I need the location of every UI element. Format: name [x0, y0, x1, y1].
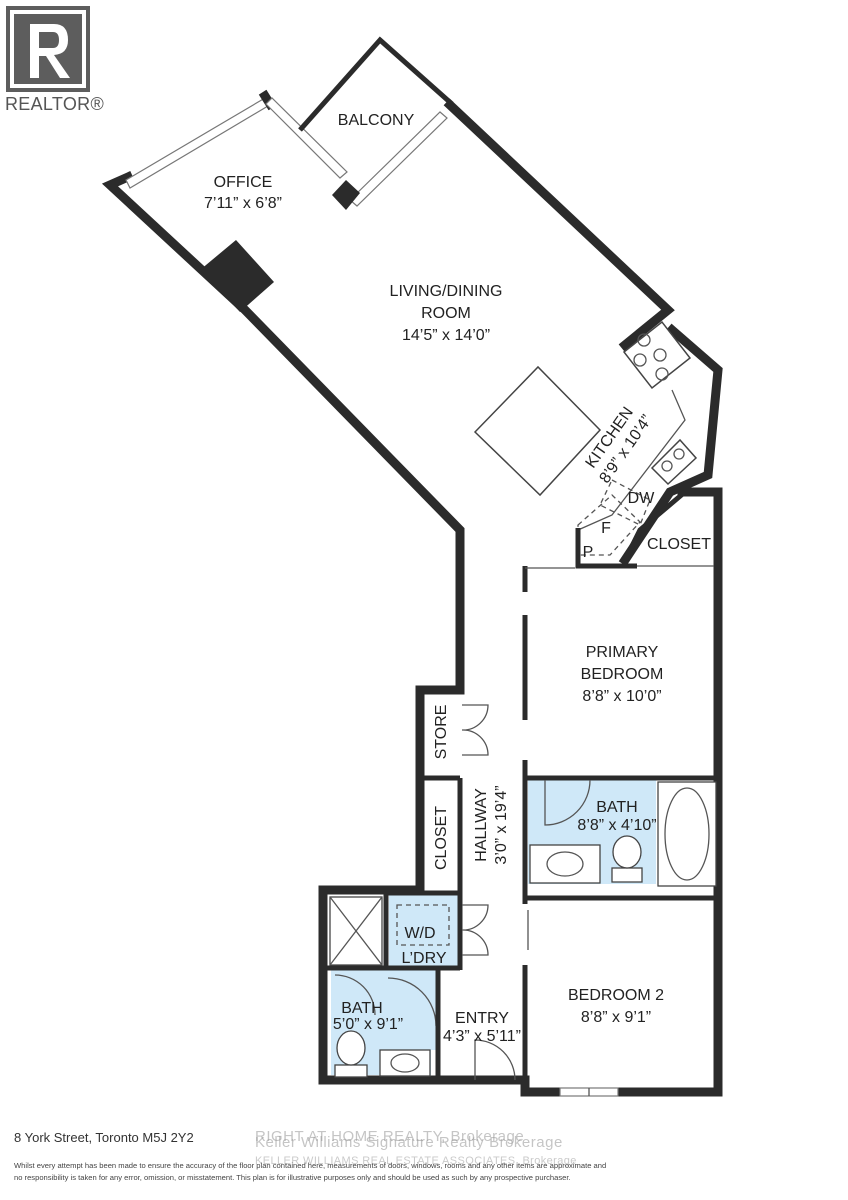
small-bath-label: BATH: [341, 1000, 382, 1017]
pantry-wall: [575, 528, 637, 569]
closet-top-label: CLOSET: [647, 536, 711, 553]
dishwasher-label: DW: [628, 490, 656, 507]
stove-icon: [622, 320, 692, 390]
small-bath-size: 5’0” x 9’1”: [333, 1016, 403, 1033]
listing-address: 8 York Street, Toronto M5J 2Y2: [14, 1130, 194, 1145]
store-door: [461, 704, 489, 756]
dishwasher-outline: [599, 479, 651, 526]
small-bath-door: [334, 974, 437, 1027]
entry-size: 4’3” x 5’11”: [443, 1028, 521, 1045]
primary-label-2: BEDROOM: [581, 666, 664, 683]
pantry-label: P: [583, 544, 594, 561]
entry-door: [474, 1039, 516, 1081]
primary-bath-door: [544, 779, 591, 826]
floor-plan-disclaimer: Whilst every attempt has been made to en…: [14, 1161, 607, 1182]
kitchen-counter: [577, 389, 686, 531]
outer-wall-top: [443, 98, 675, 352]
watermark-brokerage-2: Keller Williams Signature Realty Brokera…: [255, 1134, 563, 1151]
bedroom2-label: BEDROOM 2: [568, 987, 664, 1004]
wd-label: W/D: [404, 925, 435, 942]
primary-bath-size: 8’8” x 4’10”: [577, 817, 656, 834]
laundry-label: L’DRY: [401, 950, 446, 967]
fridge-label: F: [601, 520, 611, 537]
primary-size: 8’8” x 10’0”: [582, 688, 661, 705]
living-size: 14’5” x 14’0”: [402, 327, 490, 344]
entry-label: ENTRY: [455, 1010, 509, 1027]
sink-basin: [546, 851, 584, 877]
small-bath-toilet-tank: [334, 1064, 368, 1078]
hall-closet-label: CLOSET: [433, 806, 450, 870]
living-label-2: ROOM: [421, 305, 471, 322]
balcony-rail: [298, 36, 454, 132]
watermark-brokerage-1: RIGHT AT HOME REALTY, Brokerage: [255, 1128, 525, 1145]
primary-bath-label: BATH: [596, 799, 637, 816]
office-side-window: [265, 97, 348, 179]
vanity-icon: [529, 844, 601, 884]
office-size: 7’11” x 6’8”: [204, 195, 282, 212]
realtor-logo-text: REALTOR®: [5, 94, 105, 114]
bathtub-icon: [657, 781, 717, 887]
living-label-1: LIVING/DINING: [390, 283, 503, 300]
watermark-brokerage-3: KELLER WILLIAMS REAL ESTATE ASSOCIATES, …: [255, 1155, 577, 1167]
floor-plan: BALCONY OFFICE 7’11” x 6’8” LIVING/DININ…: [101, 36, 723, 1097]
outer-wall-east: [520, 487, 723, 1097]
hallway-size: 3’0” x 19’4”: [493, 785, 510, 864]
balcony-door-glass: [349, 111, 448, 207]
toilet-icon: [612, 835, 642, 869]
balcony-label: BALCONY: [338, 112, 415, 129]
small-bath-toilet-icon: [336, 1030, 366, 1066]
primary-label-1: PRIMARY: [586, 644, 659, 661]
laundry-door: [461, 904, 489, 956]
balcony-column: [332, 180, 360, 210]
outer-wall-main: [101, 171, 525, 1085]
shower-line-b: [329, 896, 383, 966]
office-label: OFFICE: [214, 174, 273, 191]
washer-dryer-outline: [396, 904, 450, 946]
store-label: STORE: [433, 705, 450, 760]
closet-top-wall: [622, 490, 687, 562]
toilet-tank: [611, 867, 643, 883]
kitchen-island: [473, 365, 602, 497]
structural-column: [200, 240, 274, 312]
sink-icon: [650, 438, 698, 486]
bedroom2-size: 8’8” x 9’1”: [581, 1009, 651, 1026]
small-bath-sink: [390, 1053, 420, 1073]
realtor-logo-icon: [6, 6, 90, 92]
hallway-label: HALLWAY: [473, 788, 490, 862]
bathtub-basin: [664, 787, 710, 881]
